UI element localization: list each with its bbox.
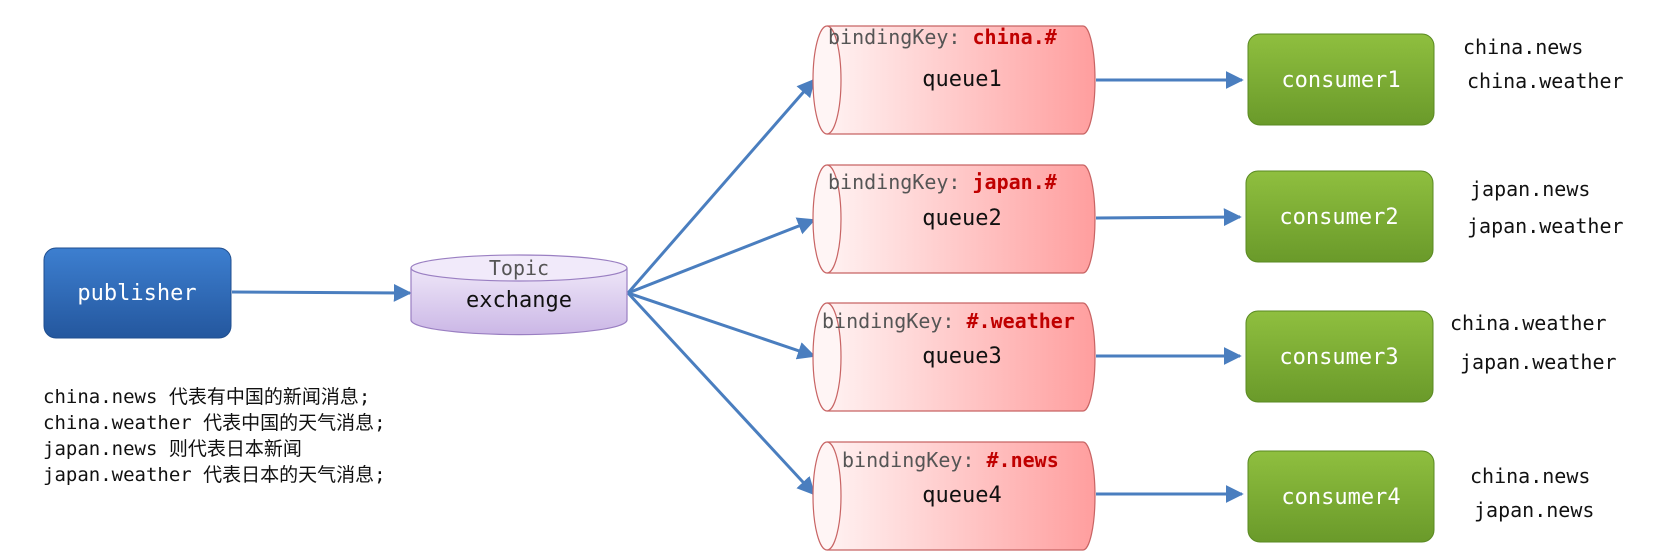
routing-key-label: japan.weather <box>1467 214 1624 238</box>
publisher-node: publisher <box>43 247 232 339</box>
routing-key-notes: china.news 代表有中国的新闻消息; china.weather 代表中… <box>43 384 386 488</box>
exchange-node: Topic exchange <box>410 254 628 336</box>
binding-key-label: bindingKey: japan.# <box>828 170 1057 194</box>
consumer-node: consumer3 <box>1245 310 1434 403</box>
routing-key-label: china.news <box>1470 464 1590 488</box>
routing-key-label: china.weather <box>1450 311 1607 335</box>
consumer-node: consumer4 <box>1247 450 1435 543</box>
arrow-exchange-queue4 <box>626 291 816 496</box>
binding-key-label: bindingKey: #.news <box>842 448 1059 472</box>
routing-key-label: japan.news <box>1470 177 1590 201</box>
binding-key-label: bindingKey: china.# <box>828 25 1057 49</box>
consumer-label: consumer1 <box>1281 68 1400 93</box>
binding-key-label: bindingKey: #.weather <box>822 309 1075 333</box>
queue-node: bindingKey: japan.# queue2 <box>812 164 1096 274</box>
queue-label: queue1 <box>922 67 1001 92</box>
consumer-node: consumer2 <box>1245 170 1434 263</box>
arrow-exchange-queue2 <box>627 217 816 295</box>
arrow-queue2-consumer2 <box>1095 208 1242 227</box>
queue-label: queue3 <box>922 344 1001 369</box>
consumer-label: consumer2 <box>1279 205 1398 230</box>
arrow-exchange-queue3 <box>627 291 816 360</box>
arrows <box>231 71 1244 503</box>
consumer-label: consumer3 <box>1279 345 1398 370</box>
routing-key-label: china.news <box>1463 35 1583 59</box>
queue-node: bindingKey: #.news queue4 <box>812 441 1096 551</box>
queue-node: bindingKey: #.weather queue3 <box>812 302 1096 412</box>
queue-node: bindingKey: china.# queue1 <box>812 25 1096 135</box>
routing-key-label: japan.weather <box>1460 350 1617 374</box>
note-line: china.news 代表有中国的新闻消息; <box>43 386 371 408</box>
exchange-label: exchange <box>466 288 572 313</box>
note-line: china.weather 代表中国的天气消息; <box>43 412 386 434</box>
routing-key-label: japan.news <box>1474 498 1594 522</box>
received-routing-keys: china.news china.weather japan.news japa… <box>1450 35 1624 522</box>
consumer-node: consumer1 <box>1247 33 1435 126</box>
queue-label: queue4 <box>922 483 1001 508</box>
note-line: japan.news 则代表日本新闻 <box>43 438 302 460</box>
arrow-exchange-queue1 <box>626 78 816 294</box>
queue-label: queue2 <box>922 206 1001 231</box>
routing-key-label: china.weather <box>1467 69 1624 93</box>
publisher-label: publisher <box>77 281 196 306</box>
consumer-label: consumer4 <box>1281 485 1400 510</box>
exchange-type-label: Topic <box>489 256 549 280</box>
note-line: japan.weather 代表日本的天气消息; <box>43 464 386 486</box>
arrow-publisher-exchange <box>231 283 412 302</box>
